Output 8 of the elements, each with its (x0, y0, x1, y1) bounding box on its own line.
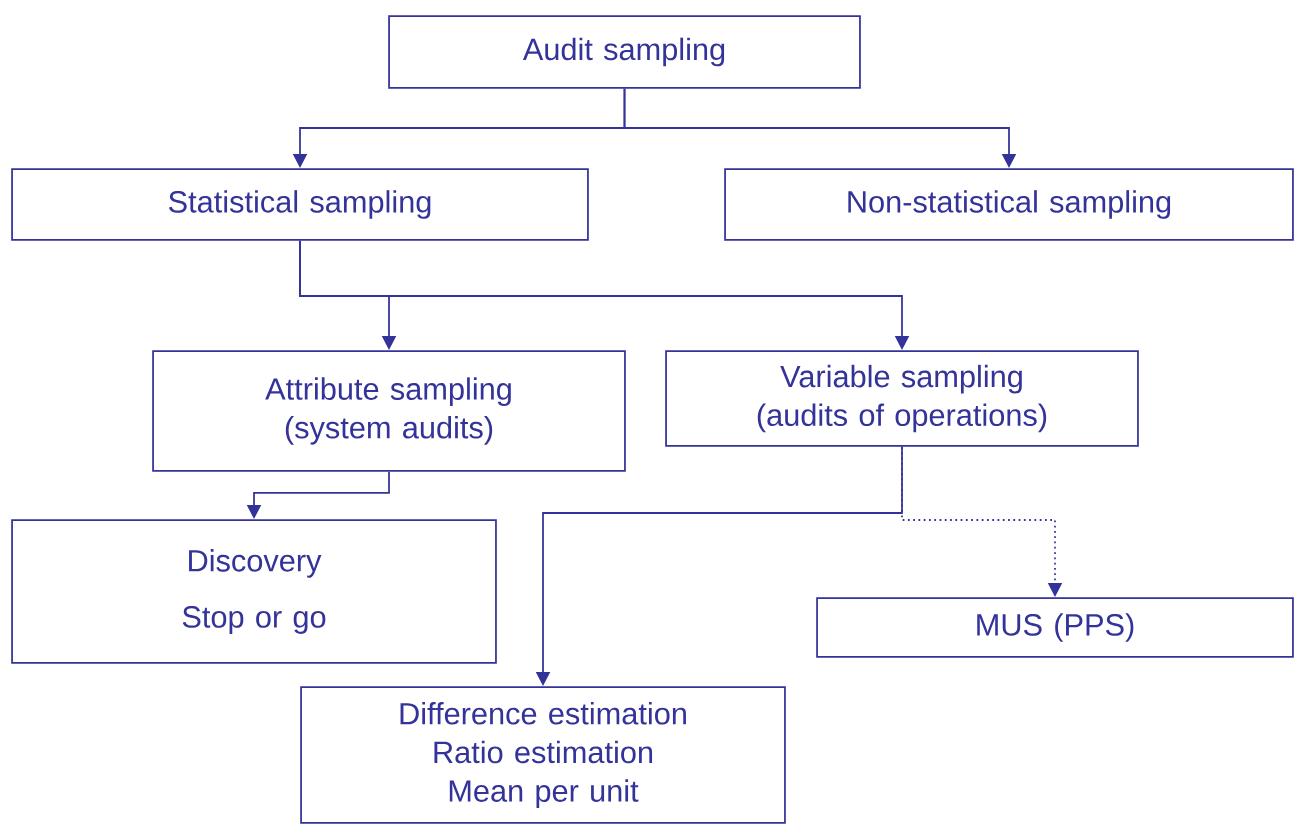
process-box: Attribute sampling (system audits) (152, 350, 626, 472)
process-box: Audit sampling (388, 15, 861, 89)
process-box: MUS (PPS) (816, 597, 1294, 658)
process-box: Discovery Stop or go (11, 519, 497, 664)
process-box: Variable sampling (audits of operations) (665, 350, 1139, 447)
process-box: Non-statistical sampling (724, 168, 1294, 241)
process-box: Statistical sampling (11, 168, 589, 241)
process-box: Difference estimation Ratio estimation Mean per unit (300, 686, 786, 824)
